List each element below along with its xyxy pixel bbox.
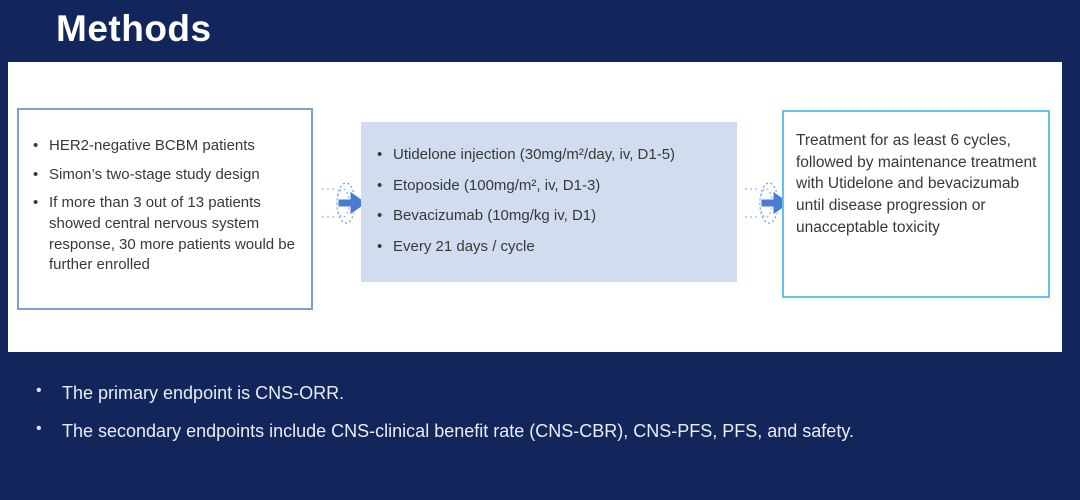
flow-arrow-right-icon <box>745 182 791 224</box>
patients-criteria-list: HER2-negative BCBM patients Simon’s two-… <box>33 136 301 276</box>
list-item: Etoposide (100mg/m², iv, D1-3) <box>377 176 729 197</box>
list-item: The primary endpoint is CNS-ORR. <box>34 381 1054 405</box>
list-item: The secondary endpoints include CNS-clin… <box>34 419 1054 443</box>
content-panel: HER2-negative BCBM patients Simon’s two-… <box>8 62 1062 352</box>
page-title: Methods <box>56 8 212 49</box>
treatment-regimen-box: Utidelone injection (30mg/m²/day, iv, D1… <box>361 122 737 282</box>
list-item: Bevacizumab (10mg/kg iv, D1) <box>377 206 729 227</box>
endpoints-section: The primary endpoint is CNS-ORR. The sec… <box>34 381 1054 459</box>
maintenance-treatment-box: Treatment for as least 6 cycles, followe… <box>782 110 1050 298</box>
endpoints-list: The primary endpoint is CNS-ORR. The sec… <box>34 381 1054 444</box>
list-item: Every 21 days / cycle <box>377 237 729 258</box>
list-item: Simon’s two-stage study design <box>33 165 301 186</box>
maintenance-treatment-text: Treatment for as least 6 cycles, followe… <box>796 132 1037 236</box>
patients-criteria-box: HER2-negative BCBM patients Simon’s two-… <box>17 108 313 310</box>
list-item: If more than 3 out of 13 patients showed… <box>33 193 301 276</box>
list-item: Utidelone injection (30mg/m²/day, iv, D1… <box>377 145 729 166</box>
list-item: HER2-negative BCBM patients <box>33 136 301 157</box>
treatment-regimen-list: Utidelone injection (30mg/m²/day, iv, D1… <box>377 145 729 258</box>
flow-arrow-right-icon <box>322 182 368 224</box>
